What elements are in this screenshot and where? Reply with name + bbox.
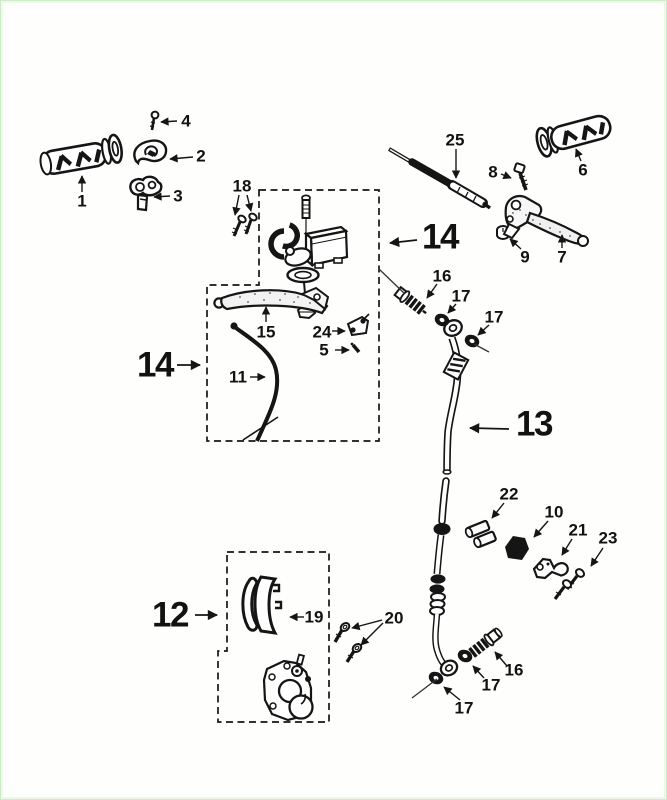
brake-hose-13-drawing [429,319,470,677]
assembly-14-right: 14 [422,217,459,257]
throttle-guide-drawing [133,139,168,166]
hose-clamp-22-drawing [464,519,497,549]
cable-11-drawing [230,322,280,442]
callout-4: 4 [181,111,191,131]
banjo-bolt-16-top-drawing [393,285,427,315]
leader-lines [378,268,490,699]
callout-19: 19 [304,607,324,627]
screws-18-drawing [231,212,258,237]
callout-18: 18 [232,176,252,196]
callout-17-top1: 17 [451,286,471,306]
callout-24: 24 [312,322,332,342]
pivot-bolt-8-drawing [513,162,529,191]
assembly-14-left: 14 [137,345,174,385]
part-24-drawing [346,313,370,337]
assembly-box-12 [217,551,330,723]
callout-20: 20 [384,608,404,628]
washers-17-drawing [428,313,480,685]
grip-right-drawing [535,114,612,158]
holder-bracket-drawing [129,175,163,212]
banjo-bolt-16-bottom-drawing [468,627,503,658]
callout-17-top2: 17 [484,307,504,327]
brake-pads-19-drawing [241,575,283,635]
part-5-drawing [350,342,361,354]
caliper-body-drawing [262,653,314,722]
callout-arrows [77,117,604,701]
callout-16-bot: 16 [504,660,524,680]
grip-left-drawing [39,133,123,176]
callout-7: 7 [557,247,567,267]
callout-5: 5 [319,340,329,360]
callout-11: 11 [229,367,247,387]
assembly-box-14 [206,189,380,442]
assembly-13: 13 [516,404,553,444]
callout-6: 6 [578,160,588,180]
caliper-bolts-20-drawing [333,621,363,663]
callout-17-bot1: 17 [481,675,501,695]
callout-25: 25 [445,130,465,150]
callout-17-bot2: 17 [454,698,474,718]
callout-10: 10 [544,502,564,522]
callout-9: 9 [520,247,530,267]
callout-21: 21 [568,520,588,540]
brake-lever-7-drawing [502,194,589,247]
brake-lever-15-drawing [213,286,330,315]
assembly-12: 12 [152,595,189,635]
callout-16-top: 16 [432,266,452,286]
callout-3: 3 [173,186,183,206]
callout-2: 2 [196,146,206,166]
cable-25-drawing [387,147,491,210]
screws-23-drawing [553,568,586,600]
bracket-21-drawing [532,557,569,580]
callout-1: 1 [77,191,87,211]
callout-8: 8 [488,162,498,182]
screw-4-drawing [149,110,160,131]
callout-22: 22 [499,484,519,504]
damper-10-drawing [505,536,529,560]
callout-23: 23 [598,528,618,548]
callout-15: 15 [256,322,276,342]
